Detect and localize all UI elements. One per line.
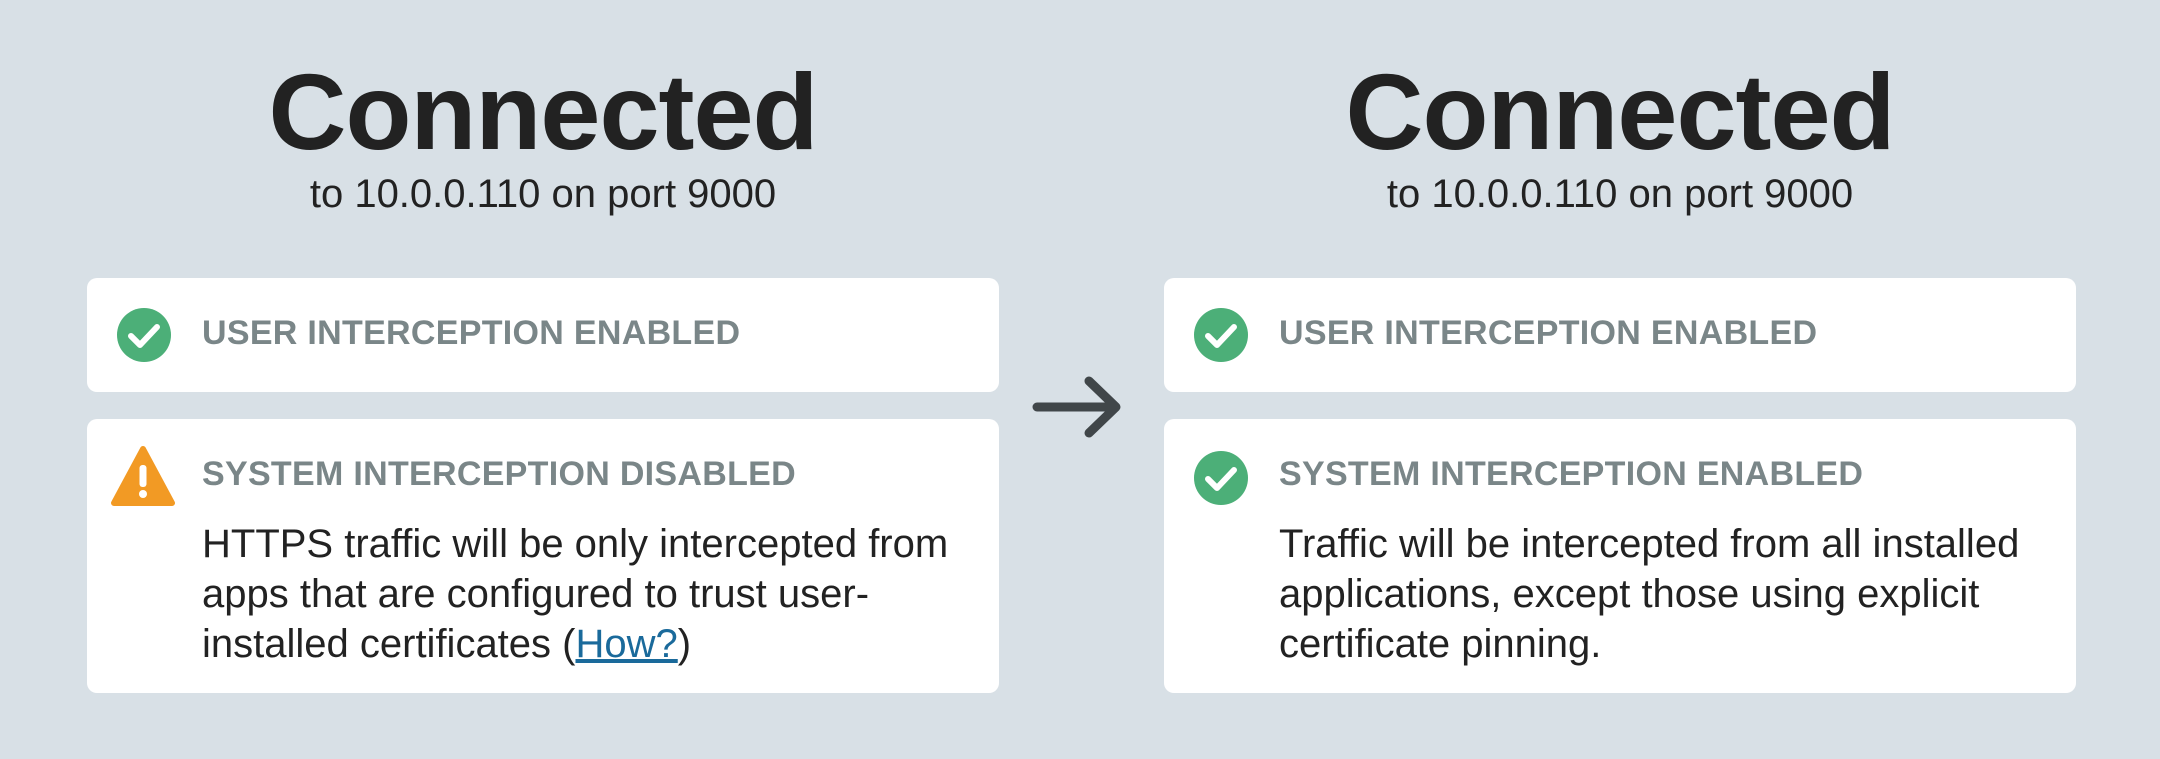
after-panel: Connected to 10.0.0.110 on port 9000 USE… — [1164, 0, 2076, 693]
check-circle-icon — [1194, 308, 1248, 367]
system-interception-label: SYSTEM INTERCEPTION DISABLED — [202, 455, 797, 493]
connection-subtitle: to 10.0.0.110 on port 9000 — [309, 172, 777, 216]
system-interception-label: SYSTEM INTERCEPTION ENABLED — [1279, 455, 1864, 493]
connection-title: Connected — [1345, 51, 1895, 172]
user-interception-label: USER INTERCEPTION ENABLED — [1279, 314, 1818, 352]
system-interception-description: HTTPS traffic will be only intercepted f… — [202, 519, 982, 669]
connection-header: Connected to 10.0.0.110 on port 9000 — [1164, 0, 2076, 218]
connection-header: Connected to 10.0.0.110 on port 9000 — [87, 0, 999, 218]
user-interception-card: USER INTERCEPTION ENABLED — [1164, 278, 2076, 392]
connection-subtitle: to 10.0.0.110 on port 9000 — [1386, 172, 1854, 216]
system-interception-card: SYSTEM INTERCEPTION ENABLED Traffic will… — [1164, 419, 2076, 693]
system-interception-card: SYSTEM INTERCEPTION DISABLED HTTPS traff… — [87, 419, 999, 693]
warning-triangle-icon — [111, 445, 175, 512]
before-panel: Connected to 10.0.0.110 on port 9000 USE… — [87, 0, 999, 693]
system-interception-description: Traffic will be intercepted from all ins… — [1279, 522, 2020, 666]
arrow-right-icon — [1031, 372, 1125, 447]
description-suffix: ) — [677, 622, 692, 666]
check-circle-icon — [117, 308, 171, 367]
user-interception-label: USER INTERCEPTION ENABLED — [202, 314, 741, 352]
connection-title: Connected — [268, 51, 818, 172]
description-text: HTTPS traffic will be only intercepted f… — [202, 522, 949, 666]
check-circle-icon — [1194, 451, 1248, 510]
user-interception-card: USER INTERCEPTION ENABLED — [87, 278, 999, 392]
how-link[interactable]: How? — [575, 622, 678, 666]
